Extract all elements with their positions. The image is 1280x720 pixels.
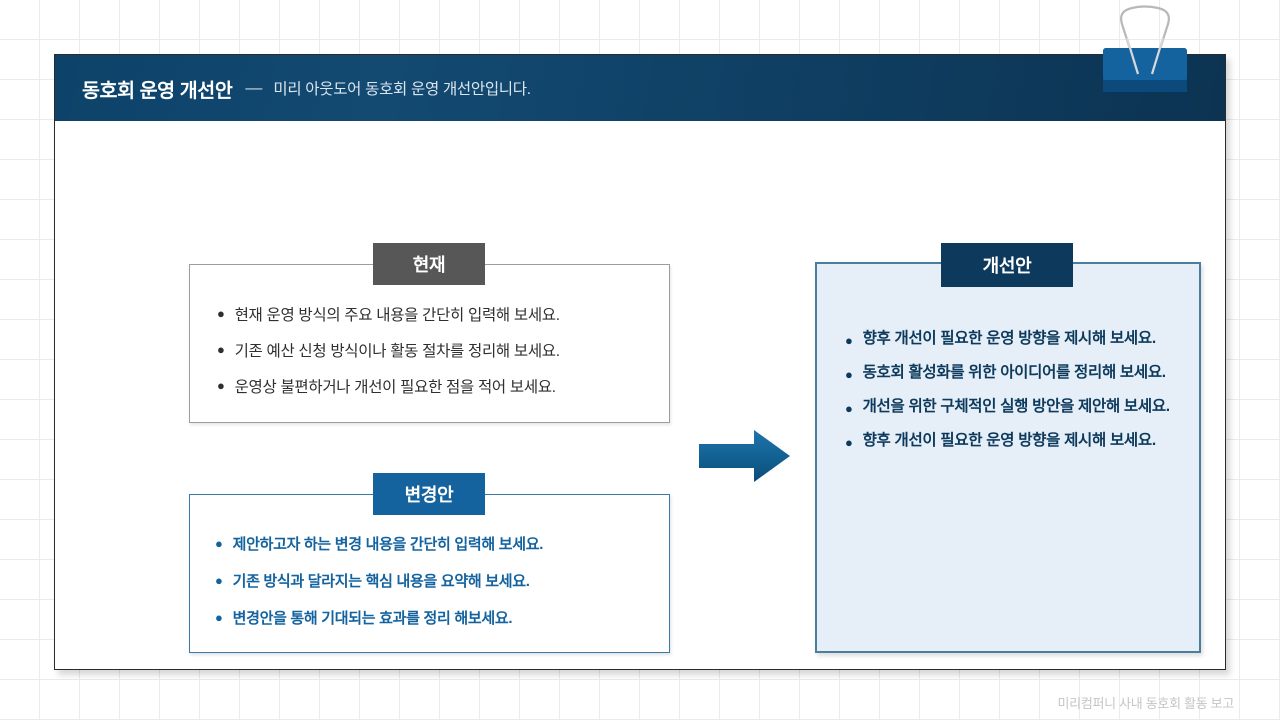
current-state-bullet-list: ● 현재 운영 방식의 주요 내용을 간단히 입력해 보세요. ● 기존 예산 … [217, 303, 560, 411]
slide-header-bar: 동호회 운영 개선안 — 미리 아웃도어 동호회 운영 개선안입니다. [55, 55, 1225, 121]
title-separator-dash: — [245, 78, 263, 97]
list-item: ● 변경안을 통해 기대되는 효과를 정리 해보세요. [215, 607, 543, 628]
change-proposal-bullet-list: ● 제안하고자 하는 변경 내용을 간단히 입력해 보세요. ● 기존 방식과 … [215, 533, 543, 644]
list-item: ● 향후 개선이 필요한 운영 방향을 제시해 보세요. [845, 327, 1175, 351]
list-item: ● 기존 방식과 달라지는 핵심 내용을 요약해 보세요. [215, 570, 543, 591]
bullet-dot-icon: ● [845, 401, 853, 417]
footer-note: 미리컴퍼니 사내 동호회 활동 보고 [1057, 696, 1235, 711]
bullet-dot-icon: ● [217, 378, 225, 393]
page-title: 동호회 운영 개선안 [82, 79, 233, 102]
list-item-text: 개선을 위한 구체적인 실행 방안을 제안해 보세요. [862, 398, 1171, 416]
bullet-dot-icon: ● [215, 610, 223, 625]
current-state-box [189, 264, 670, 423]
list-item: ● 기존 예산 신청 방식이나 활동 절차를 정리해 보세요. [217, 339, 560, 361]
improvement-plan-label-text: 개선안 [982, 256, 1032, 276]
change-proposal-label-chip: 변경안 [373, 473, 485, 515]
page-subtitle: 미리 아웃도어 동호회 운영 개선안입니다. [273, 81, 531, 98]
list-item: ● 제안하고자 하는 변경 내용을 간단히 입력해 보세요. [215, 533, 543, 554]
change-proposal-label-text: 변경안 [404, 485, 454, 505]
slide-card: 동호회 운영 개선안 — 미리 아웃도어 동호회 운영 개선안입니다. 현재 ●… [54, 54, 1226, 670]
bullet-dot-icon: ● [215, 573, 223, 588]
list-item: ● 현재 운영 방식의 주요 내용을 간단히 입력해 보세요. [217, 303, 560, 325]
list-item-text: 동호회 활성화를 위한 아이디어를 정리해 보세요. [862, 364, 1167, 382]
bullet-dot-icon: ● [845, 435, 853, 451]
list-item: ● 운영상 불편하거나 개선이 필요한 점을 적어 보세요. [217, 375, 560, 397]
bullet-dot-icon: ● [215, 536, 223, 551]
list-item-text: 향후 개선이 필요한 운영 방향을 제시해 보세요. [862, 330, 1157, 347]
current-state-label-chip: 현재 [373, 243, 485, 285]
list-item-text: 향후 개선이 필요한 운영 방향을 제시해 보세요. [862, 432, 1157, 450]
current-state-label-text: 현재 [412, 255, 446, 275]
improvement-plan-box [815, 262, 1201, 653]
right-arrow-icon [699, 430, 790, 482]
bullet-dot-icon: ● [217, 306, 225, 321]
bullet-dot-icon: ● [845, 333, 853, 348]
bullet-dot-icon: ● [217, 342, 225, 357]
list-item-text: 변경안을 통해 기대되는 효과를 정리 해보세요. [232, 610, 513, 627]
list-item: ● 동호회 활성화를 위한 아이디어를 정리해 보세요. [845, 361, 1175, 385]
list-item-text: 기존 방식과 달라지는 핵심 내용을 요약해 보세요. [232, 573, 530, 590]
improvement-plan-label-chip: 개선안 [941, 243, 1073, 287]
list-item-text: 현재 운영 방식의 주요 내용을 간단히 입력해 보세요. [234, 307, 561, 324]
list-item: ● 개선을 위한 구체적인 실행 방안을 제안해 보세요. [845, 395, 1175, 419]
list-item-text: 기존 예산 신청 방식이나 활동 절차를 정리해 보세요. [234, 343, 561, 360]
list-item: ● 향후 개선이 필요한 운영 방향을 제시해 보세요. [845, 429, 1175, 453]
list-item-text: 제안하고자 하는 변경 내용을 간단히 입력해 보세요. [232, 536, 544, 553]
list-item-text: 운영상 불편하거나 개선이 필요한 점을 적어 보세요. [234, 379, 557, 396]
improvement-plan-bullet-list: ● 향후 개선이 필요한 운영 방향을 제시해 보세요. ● 동호회 활성화를 … [845, 327, 1175, 463]
bullet-dot-icon: ● [845, 367, 853, 383]
